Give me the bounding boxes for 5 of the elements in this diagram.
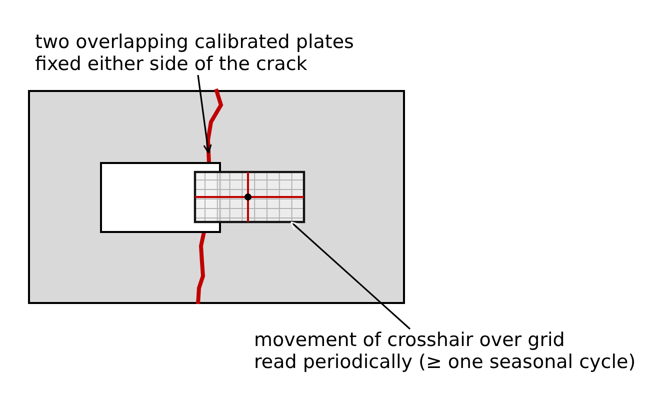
leader-line: [290, 221, 411, 330]
annotation-text: movement of crosshair over grid read periodically (≥ one seasonal cycle): [254, 329, 636, 373]
annotation-text: two overlapping calibrated plates fixed either side of the crack: [35, 31, 354, 75]
grid-plate: [194, 170, 306, 224]
leader-line: [197, 74, 212, 154]
